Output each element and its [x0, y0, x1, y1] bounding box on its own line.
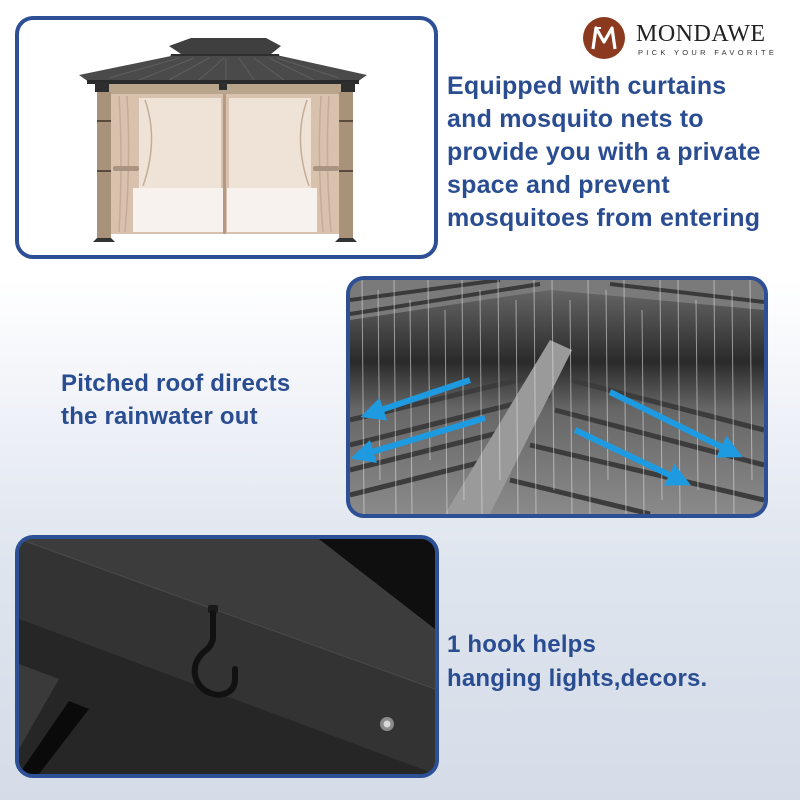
screw-icon: [380, 717, 394, 731]
brand-name: MONDAWE: [636, 21, 766, 47]
feature-caption-hook: 1 hook helps hanging lights,decors.: [447, 628, 707, 696]
caption-line: 1 hook helps: [447, 631, 597, 658]
feature-caption-roof: Pitched roof directs the rainwater out: [61, 367, 290, 433]
rainwater-flow-arrows: [350, 377, 743, 486]
logo-mark-icon: [583, 17, 625, 59]
hanging-hook-image: [15, 535, 439, 778]
pitched-roof-rain-image: [346, 276, 768, 518]
gazebo-curtains-image: [15, 16, 438, 259]
caption-line: mosquitoes from entering: [447, 204, 761, 232]
caption-line: Equipped with curtains: [447, 72, 727, 100]
caption-line: the rainwater out: [61, 403, 258, 430]
brand-logo: MONDAWE PICK YOUR FAVORITE: [583, 17, 783, 61]
caption-line: hanging lights,decors.: [447, 665, 708, 692]
caption-line: Pitched roof directs: [61, 370, 291, 397]
brand-tagline: PICK YOUR FAVORITE: [638, 48, 778, 57]
caption-line: space and prevent: [447, 171, 670, 199]
feature-caption-curtains: Equipped with curtains and mosquito nets…: [447, 70, 761, 235]
caption-line: provide you with a private: [447, 138, 761, 166]
caption-line: and mosquito nets to: [447, 105, 704, 133]
hook-icon: [191, 605, 238, 699]
